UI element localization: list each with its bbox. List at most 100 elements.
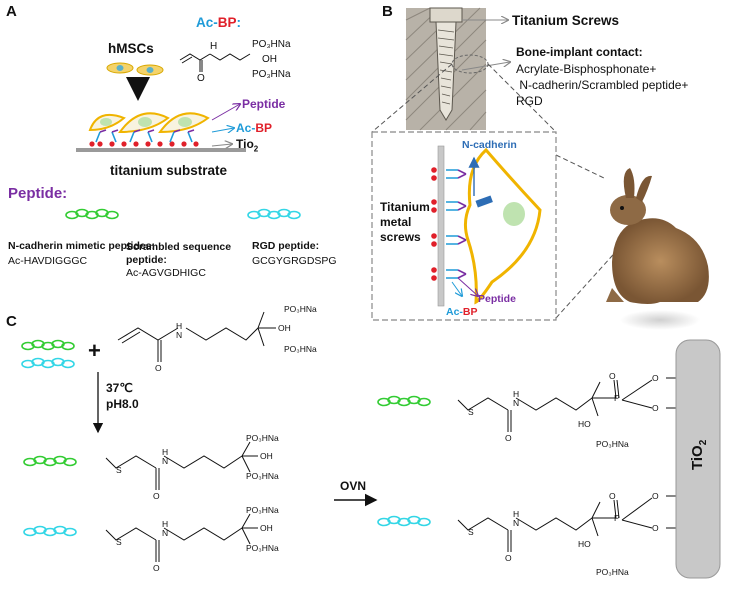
legend-acbp-prefix: Ac- <box>236 121 256 135</box>
contact-line-3: RGD <box>516 94 543 108</box>
acbp-label-b-suffix: BP <box>462 306 478 318</box>
hmsc-cells-small <box>106 62 164 76</box>
titanium-plate <box>437 145 445 307</box>
titanium-screw-image <box>405 7 487 131</box>
peptide-glyph-cyan-c1 <box>21 357 75 369</box>
condition-temp: 37℃ <box>106 381 133 395</box>
reactant-po3-top: PO₃HNa <box>284 304 317 314</box>
peptide-glyph-green-c1 <box>21 339 75 351</box>
immobilized-product-2 <box>457 495 676 552</box>
surface-linkers <box>431 167 493 281</box>
peptide-2-seq: Ac-AGVGDHIGC <box>126 267 206 279</box>
panel-label-c: C <box>6 313 17 330</box>
cell-outline <box>463 147 542 305</box>
imm2-h: H <box>513 509 520 519</box>
ovn-label: OVN <box>340 479 367 493</box>
imm2-ho: HO <box>578 539 591 549</box>
tio2-label: TiO2 <box>689 440 709 470</box>
product2-oh: OH <box>260 523 273 533</box>
acbp-po3-bottom: PO₃HNa <box>252 69 291 80</box>
imm2-p: P <box>614 513 620 523</box>
contact-label-arrow <box>461 62 510 71</box>
imm1-p: P <box>614 393 620 403</box>
imm1-ho: HO <box>578 419 591 429</box>
zoom-line-left <box>371 63 453 133</box>
imm1-o-bottom: O <box>652 403 659 413</box>
product2-h: H <box>162 519 169 529</box>
legend-acbp-arrow <box>211 128 234 132</box>
acbp-structure <box>179 53 251 72</box>
imm1-n: N <box>513 397 520 408</box>
cells-on-substrate <box>76 112 246 152</box>
cell-nucleus <box>503 202 525 226</box>
product2-s: S <box>116 537 122 547</box>
product1-po3-bottom: PO₃HNa <box>246 471 279 481</box>
reactant-n: N <box>176 329 183 340</box>
product1-o: O <box>153 491 160 501</box>
peptide-glyph-cyan-a <box>247 208 301 220</box>
peptide-3-name: RGD peptide: <box>252 240 320 252</box>
tio2-label-text: TiO <box>689 445 706 470</box>
peptide-arrow-b <box>457 277 478 296</box>
acbp-o: O <box>197 73 205 84</box>
peptide-glyph-cyan-c3 <box>377 515 431 527</box>
reactant-acbp-structure <box>117 311 276 362</box>
imm1-h: H <box>513 389 520 399</box>
acbp-po3-top: PO₃HNa <box>252 39 291 50</box>
zoom-line-right <box>487 63 557 133</box>
condition-ph: pH8.0 <box>106 397 139 411</box>
imm2-po3: PO₃HNa <box>596 567 629 577</box>
contact-line-1: Acrylate-Bisphosphonate+ <box>516 62 657 76</box>
legend-tio2-text: Tio <box>236 137 254 151</box>
product-2-structure <box>105 513 258 562</box>
imm1-o: O <box>505 433 512 443</box>
ncadherin-label: N-cadherin <box>462 139 517 151</box>
product2-po3-bottom: PO₃HNa <box>246 543 279 553</box>
acbp-oh: OH <box>262 54 277 65</box>
plus-sign: + <box>88 338 101 363</box>
imm1-po3: PO₃HNa <box>596 439 629 449</box>
imm2-s: S <box>468 527 474 537</box>
legend-peptide-arrow <box>211 104 240 121</box>
acbp-title-suffix: BP <box>217 15 237 30</box>
immobilized-product-1 <box>457 377 676 432</box>
peptide-3-seq: GCGYGRGDSPG <box>252 255 337 267</box>
imm1-p-o: O <box>609 371 616 381</box>
imm1-o-top: O <box>652 373 659 383</box>
peptide-label-b: Peptide <box>478 293 516 305</box>
panel-label-b: B <box>382 3 393 20</box>
peptide-glyph-cyan-c2 <box>23 525 77 537</box>
screw-label: Titanium Screws <box>512 13 620 28</box>
metal-screws-label: Titanium metal screws <box>380 200 430 244</box>
peptide-glyph-green-a <box>65 208 119 220</box>
product2-po3-top: PO₃HNa <box>246 505 279 515</box>
legend-acbp: Ac-BP <box>236 122 272 134</box>
hmsc-label: hMSCs <box>108 41 154 56</box>
acbp-label-b-prefix: Ac- <box>446 306 463 318</box>
legend-tio2: Tio2 <box>236 138 258 153</box>
product1-n: N <box>162 455 169 466</box>
peptide-glyph-green-c2 <box>23 455 77 467</box>
peptide-1-seq: Ac-HAVDIGGGC <box>8 255 88 267</box>
product1-h: H <box>162 447 169 457</box>
acbp-title-prefix: Ac- <box>196 15 218 30</box>
zoom-line-rabbit-top <box>555 154 605 179</box>
product2-n: N <box>162 527 169 538</box>
reactant-po3-bottom: PO₃HNa <box>284 344 317 354</box>
product2-o: O <box>153 563 160 573</box>
peptide-2-name: Scrambled sequence peptide: <box>126 241 232 266</box>
imm2-n: N <box>513 517 520 528</box>
legend-tio2-sub: 2 <box>253 144 259 154</box>
product-1-structure <box>105 441 258 490</box>
tio2-surface <box>675 339 721 579</box>
product1-po3-top: PO₃HNa <box>246 433 279 443</box>
contact-title: Bone-implant contact: <box>516 45 643 59</box>
rabbit-image <box>606 168 709 330</box>
imm1-s: S <box>468 407 474 417</box>
legend-acbp-suffix: BP <box>255 121 273 135</box>
